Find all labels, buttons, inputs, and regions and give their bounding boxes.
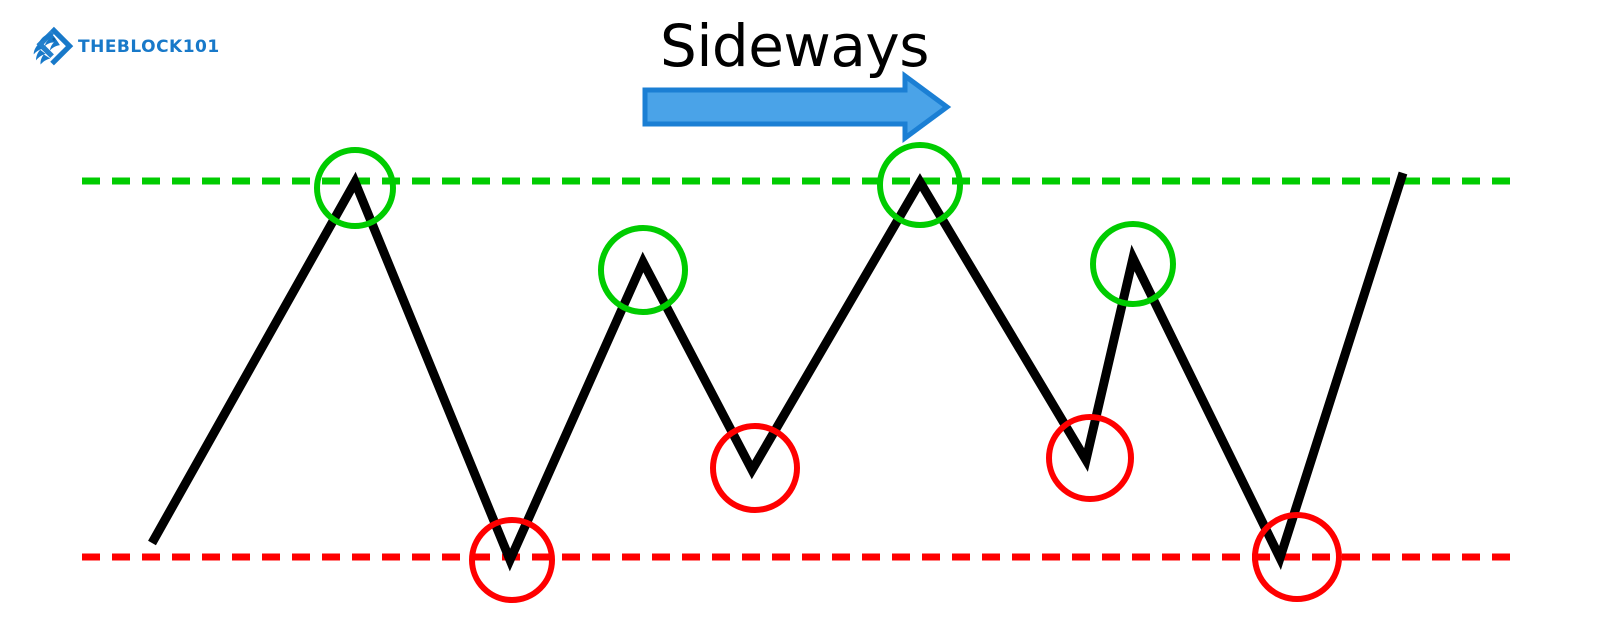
brand-logo: THEBLOCK101 [30, 24, 220, 70]
arrow-shape [642, 71, 952, 143]
eagle-head-diamond-logo-icon [33, 26, 74, 66]
marker-support-touch-1 [469, 517, 555, 603]
page-title: Sideways [660, 12, 929, 80]
marker-support-touch-2 [1252, 512, 1342, 602]
price-line [148, 171, 1408, 572]
marker-lower-high-1 [598, 225, 688, 315]
marker-higher-low-2 [1046, 414, 1134, 502]
marker-resistance-touch-2 [877, 142, 963, 228]
brand-logo-text: THEBLOCK101 [78, 36, 220, 57]
marker-higher-low-1 [710, 423, 800, 513]
marker-lower-high-2 [1090, 221, 1176, 307]
sideways-direction-arrow [642, 71, 952, 143]
marker-resistance-touch-1 [314, 147, 396, 229]
